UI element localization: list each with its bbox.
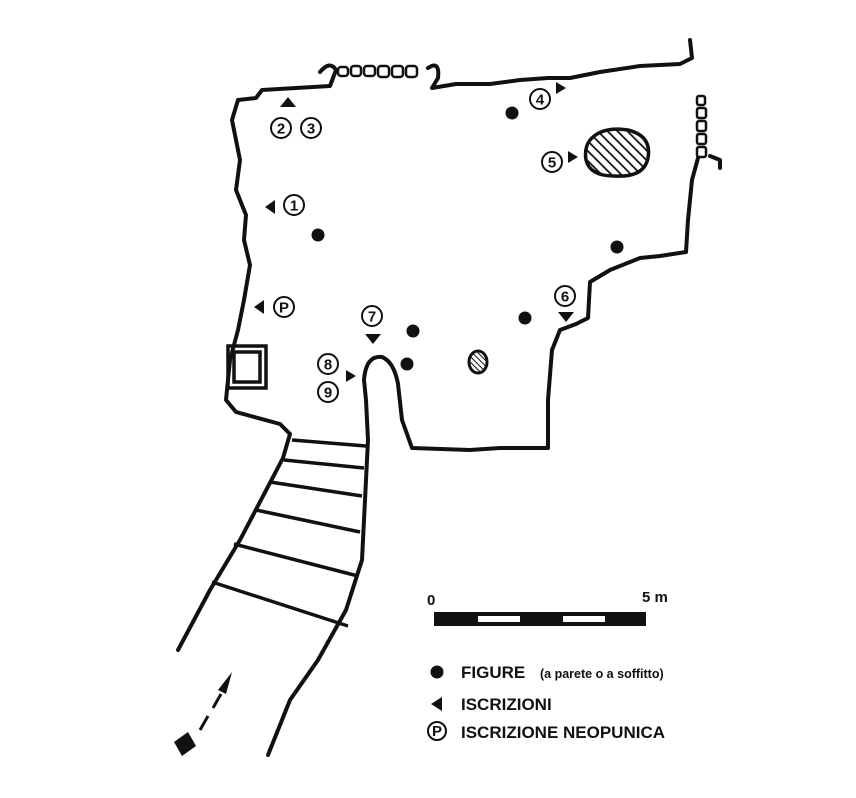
hatched-rock-large xyxy=(583,127,651,178)
marker-7: 7 xyxy=(361,305,383,327)
svg-text:8: 8 xyxy=(324,357,332,374)
marker-8: 8 xyxy=(317,353,339,375)
figure-dot xyxy=(400,357,414,371)
inscription-arrow xyxy=(556,82,566,94)
figure-dots xyxy=(311,106,624,371)
svg-text:1: 1 xyxy=(290,198,298,215)
legend-figure-label: FIGURE xyxy=(461,663,525,682)
numbered-markers: 2 3 1 P 4 5 6 7 8 9 xyxy=(270,88,576,403)
inscription-arrow xyxy=(265,200,275,214)
svg-text:2: 2 xyxy=(277,121,285,138)
cave-outline xyxy=(176,38,722,757)
marker-6: 6 xyxy=(554,285,576,307)
svg-text:7: 7 xyxy=(368,309,376,326)
legend-neopunic-symbol: P xyxy=(432,723,442,740)
scale-start-label: 0 xyxy=(427,592,435,609)
inscription-arrow xyxy=(254,300,264,314)
svg-text:9: 9 xyxy=(324,385,332,402)
marker-2: 2 xyxy=(270,117,292,139)
inscription-arrow xyxy=(568,151,578,163)
svg-text:6: 6 xyxy=(561,289,569,306)
wall-niche xyxy=(226,344,268,390)
figure-dot xyxy=(610,240,624,254)
entrance-arrow xyxy=(174,672,232,756)
legend-figure-dot xyxy=(430,665,444,679)
svg-text:P: P xyxy=(279,300,289,317)
marker-5: 5 xyxy=(541,151,563,173)
inscription-arrow xyxy=(365,334,381,344)
entrance-block xyxy=(174,732,196,756)
hatched-rock-small xyxy=(467,349,489,375)
figure-dot xyxy=(406,324,420,338)
corridor-steps xyxy=(211,438,367,628)
legend-neopunic-label: ISCRIZIONE NEOPUNICA xyxy=(461,723,665,742)
right-stone-column xyxy=(695,94,708,159)
svg-text:4: 4 xyxy=(536,92,545,109)
marker-p: P xyxy=(273,296,295,318)
figure-dot xyxy=(518,311,532,325)
top-stone-row xyxy=(336,64,419,79)
inscription-arrow xyxy=(558,312,574,322)
arrowhead-icon xyxy=(218,672,232,694)
legend-figure-note: (a parete o a soffitto) xyxy=(540,667,664,681)
inscription-arrow xyxy=(280,97,296,107)
legend-inscription-label: ISCRIZIONI xyxy=(461,695,552,714)
legend: FIGURE (a parete o a soffitto) ISCRIZION… xyxy=(427,663,665,742)
scale-end-label: 5 m xyxy=(642,589,668,606)
marker-3: 3 xyxy=(300,117,322,139)
marker-4: 4 xyxy=(529,88,551,110)
marker-9: 9 xyxy=(317,381,339,403)
svg-text:3: 3 xyxy=(307,121,315,138)
inscription-arrows xyxy=(254,82,578,382)
figure-dot xyxy=(311,228,325,242)
legend-inscription-icon xyxy=(431,697,442,711)
marker-1: 1 xyxy=(283,194,305,216)
inscription-arrow xyxy=(346,370,356,382)
figure-dot xyxy=(505,106,519,120)
scale-bar: 0 5 m xyxy=(427,589,668,626)
svg-text:5: 5 xyxy=(548,155,556,172)
